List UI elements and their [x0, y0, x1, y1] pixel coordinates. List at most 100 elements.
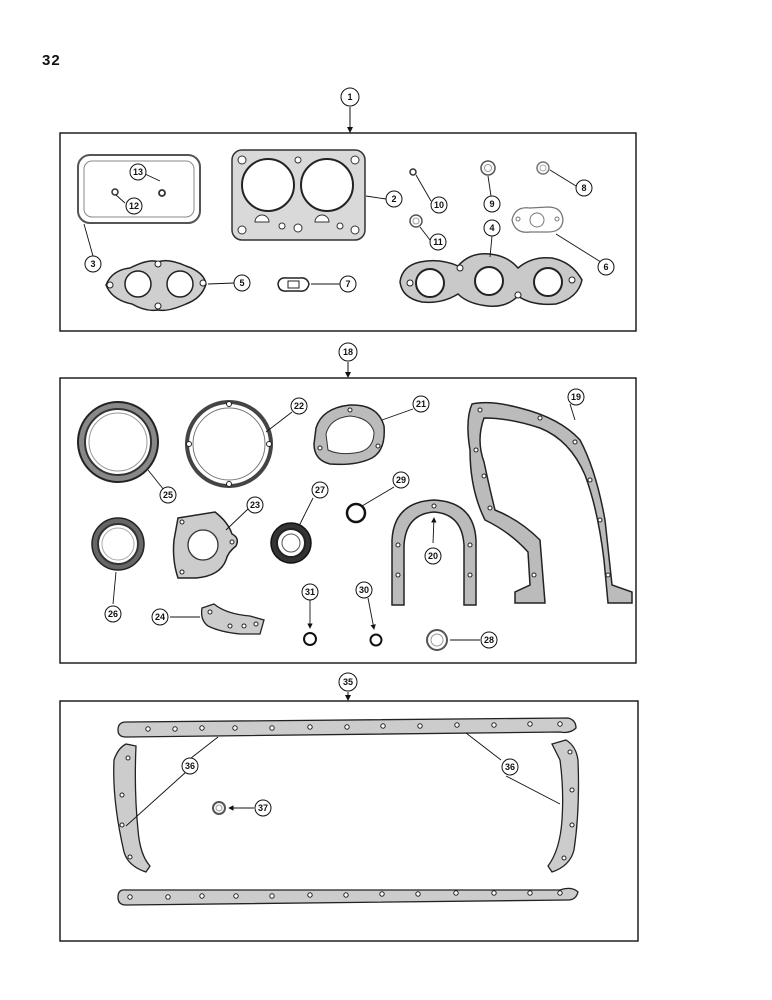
- callout-22: 22: [290, 397, 308, 415]
- cover-gasket-21: [313, 404, 385, 466]
- svg-text:28: 28: [484, 635, 494, 645]
- ring-gasket-22: [185, 400, 273, 488]
- callout-20: 20: [424, 547, 442, 565]
- callout-29: 29: [392, 471, 410, 489]
- callout-11: 11: [429, 233, 447, 251]
- gasket-23: [172, 511, 239, 579]
- kit-18-box: [59, 377, 637, 664]
- kit-1-group: 1: [59, 87, 637, 332]
- small-ring-13: [158, 189, 166, 197]
- callout-37: 37: [254, 799, 272, 817]
- page-number: 32: [42, 52, 61, 69]
- svg-text:9: 9: [489, 199, 494, 209]
- flange-gasket-6: [511, 206, 564, 233]
- washer-28: [426, 629, 448, 651]
- svg-text:36: 36: [505, 762, 515, 772]
- callout-28: 28: [480, 631, 498, 649]
- small-ring-12: [111, 188, 119, 196]
- callout-25: 25: [159, 486, 177, 504]
- o-ring-29: [345, 502, 367, 524]
- svg-text:8: 8: [581, 183, 586, 193]
- svg-text:21: 21: [416, 399, 426, 409]
- callout-23: 23: [246, 496, 264, 514]
- kit-18-callout: 18: [338, 342, 358, 362]
- svg-text:10: 10: [434, 200, 444, 210]
- washer-37: [212, 801, 226, 815]
- washer-8: [536, 161, 550, 175]
- callout-12: 12: [125, 197, 143, 215]
- svg-text:19: 19: [571, 392, 581, 402]
- large-seal-25: [77, 401, 159, 483]
- svg-text:11: 11: [433, 237, 443, 247]
- valve-cover-gasket: [77, 154, 201, 224]
- callout-3: 3: [84, 255, 102, 273]
- callout-26: 26: [104, 605, 122, 623]
- svg-text:1: 1: [347, 92, 352, 102]
- svg-text:18: 18: [343, 347, 353, 357]
- callout-24: 24: [151, 608, 169, 626]
- svg-text:23: 23: [250, 500, 260, 510]
- callout-31: 31: [301, 583, 319, 601]
- svg-text:27: 27: [315, 485, 325, 495]
- svg-text:4: 4: [489, 223, 494, 233]
- gasket-24: [200, 603, 265, 635]
- svg-text:2: 2: [391, 194, 396, 204]
- callout-8: 8: [575, 179, 593, 197]
- kit-1-callout: 1: [340, 87, 360, 107]
- manifold-gasket: [399, 253, 583, 308]
- callout-10: 10: [430, 196, 448, 214]
- svg-text:29: 29: [396, 475, 406, 485]
- callout-36-left: 36: [181, 757, 199, 775]
- callout-27: 27: [311, 481, 329, 499]
- end-seal-right: [547, 739, 580, 873]
- svg-text:5: 5: [239, 278, 244, 288]
- callout-30: 30: [355, 581, 373, 599]
- svg-text:20: 20: [428, 551, 438, 561]
- kit-1-box: [59, 132, 637, 332]
- callout-19: 19: [567, 388, 585, 406]
- svg-text:13: 13: [133, 167, 143, 177]
- washer-11: [409, 214, 423, 228]
- svg-text:25: 25: [163, 490, 173, 500]
- seal-26: [91, 517, 145, 571]
- flange-gasket-5: [105, 259, 207, 312]
- svg-text:24: 24: [155, 612, 165, 622]
- svg-text:36: 36: [185, 761, 195, 771]
- kit-18-group: 18: [59, 342, 637, 664]
- svg-text:31: 31: [305, 587, 315, 597]
- kit-35-box: [59, 700, 639, 942]
- callout-2: 2: [385, 190, 403, 208]
- svg-text:3: 3: [90, 259, 95, 269]
- svg-text:12: 12: [129, 201, 139, 211]
- oil-pan-rail-lower: [117, 887, 579, 906]
- svg-text:30: 30: [359, 585, 369, 595]
- oil-pan-rail-upper: [117, 717, 577, 738]
- seal-27: [270, 522, 312, 564]
- front-cover-gasket-19: [467, 401, 633, 604]
- callout-7: 7: [339, 275, 357, 293]
- callout-6: 6: [597, 258, 615, 276]
- svg-text:6: 6: [603, 262, 608, 272]
- o-ring-31: [303, 632, 317, 646]
- svg-text:35: 35: [343, 677, 353, 687]
- svg-text:7: 7: [345, 279, 350, 289]
- small-gasket-7: [277, 277, 310, 292]
- head-gasket: [231, 149, 366, 241]
- callout-21: 21: [412, 395, 430, 413]
- washer-9: [480, 160, 496, 176]
- callout-9: 9: [483, 195, 501, 213]
- ring-10: [409, 168, 417, 176]
- callout-36-right: 36: [501, 758, 519, 776]
- o-ring-30: [369, 633, 383, 647]
- svg-text:37: 37: [258, 803, 268, 813]
- kit-35-group: 35: [59, 672, 639, 942]
- callout-5: 5: [233, 274, 251, 292]
- svg-text:26: 26: [108, 609, 118, 619]
- callout-13: 13: [129, 163, 147, 181]
- arch-gasket-20: [391, 499, 477, 606]
- kit-35-callout: 35: [338, 672, 358, 692]
- svg-text:22: 22: [294, 401, 304, 411]
- callout-4: 4: [483, 219, 501, 237]
- end-seal-left: [113, 743, 151, 873]
